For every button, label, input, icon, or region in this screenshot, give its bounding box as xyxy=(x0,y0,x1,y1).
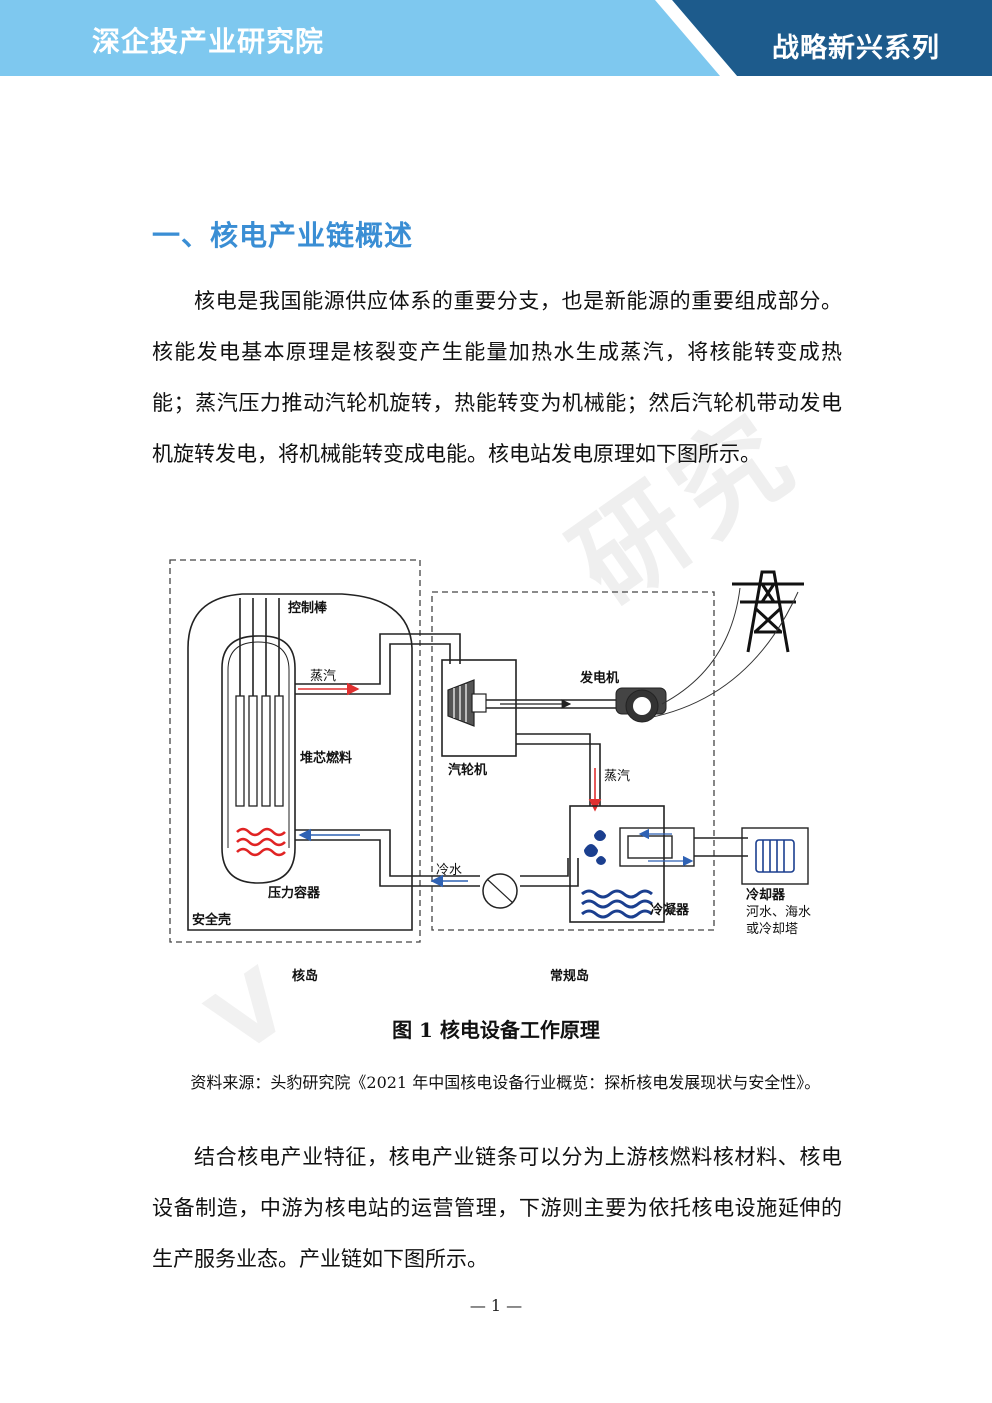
water-drop-icon xyxy=(584,830,606,865)
nuclear-island-boundary xyxy=(169,559,421,943)
transmission-tower-icon xyxy=(732,570,804,653)
page-header: 深企投产业研究院 战略新兴系列 xyxy=(0,0,992,76)
pressure-vessel xyxy=(221,635,296,884)
label-cooler: 冷却器 xyxy=(746,887,786,903)
label-nuclear-island: 核岛 xyxy=(292,968,318,984)
section-heading: 一、核电产业链概述 xyxy=(152,219,414,252)
header-org-title: 深企投产业研究院 xyxy=(92,25,325,58)
conventional-island-boundary xyxy=(431,591,715,931)
label-pressure-vessel: 压力容器 xyxy=(268,885,321,901)
steam-pipe xyxy=(295,633,461,695)
page-number: — 1 — xyxy=(469,1296,523,1315)
label-generator: 发电机 xyxy=(579,670,619,686)
control-rods xyxy=(239,598,280,698)
label-steam-right: 蒸汽 xyxy=(604,769,630,784)
turbine-shaft xyxy=(486,699,628,709)
condenser-box xyxy=(569,805,665,923)
header-left-band xyxy=(0,0,740,76)
containment-shell xyxy=(187,593,413,931)
label-core-fuel: 堆芯燃料 xyxy=(300,750,352,766)
nuclear-plant-diagram: 控制棒 蒸汽 堆芯燃料 压力容器 安全壳 核岛 汽轮机 发电机 蒸汽 冷水 冷凝… xyxy=(150,548,850,998)
figure-caption: 图 1 核电设备工作原理 xyxy=(392,1018,600,1042)
label-control-rods: 控制棒 xyxy=(288,600,328,616)
turbine-icon xyxy=(447,679,487,727)
condenser-water-waves xyxy=(581,889,653,919)
label-condenser: 冷凝器 xyxy=(650,902,690,918)
label-containment: 安全壳 xyxy=(192,912,231,928)
figure-source: 资料来源：头豹研究院《2021 年中国核电设备行业概览：探析核电发展现状与安全性… xyxy=(190,1073,821,1092)
header-series-title: 战略新兴系列 xyxy=(772,33,940,64)
paragraph-intro: 核电是我国能源供应体系的重要分支，也是新能源的重要组成部分。核能发电基本原理是核… xyxy=(152,289,842,466)
heat-waves xyxy=(236,827,286,857)
cooler-box xyxy=(741,827,809,885)
label-steam-top: 蒸汽 xyxy=(310,669,336,684)
cooler-radiator-icon xyxy=(755,839,795,873)
label-cooler-line2: 或冷却塔 xyxy=(746,922,798,937)
paragraph-industry-chain: 结合核电产业特征，核电产业链条可以分为上游核燃料核材料、核电设备制造，中游为核电… xyxy=(152,1145,842,1271)
label-conventional-island: 常规岛 xyxy=(550,968,589,984)
fuel-rods xyxy=(235,695,284,807)
label-turbine: 汽轮机 xyxy=(448,762,487,778)
pump-icon xyxy=(482,873,518,909)
label-cold-water: 冷水 xyxy=(436,863,462,878)
label-cooler-line1: 河水、海水 xyxy=(746,905,811,920)
generator-icon xyxy=(615,687,667,723)
